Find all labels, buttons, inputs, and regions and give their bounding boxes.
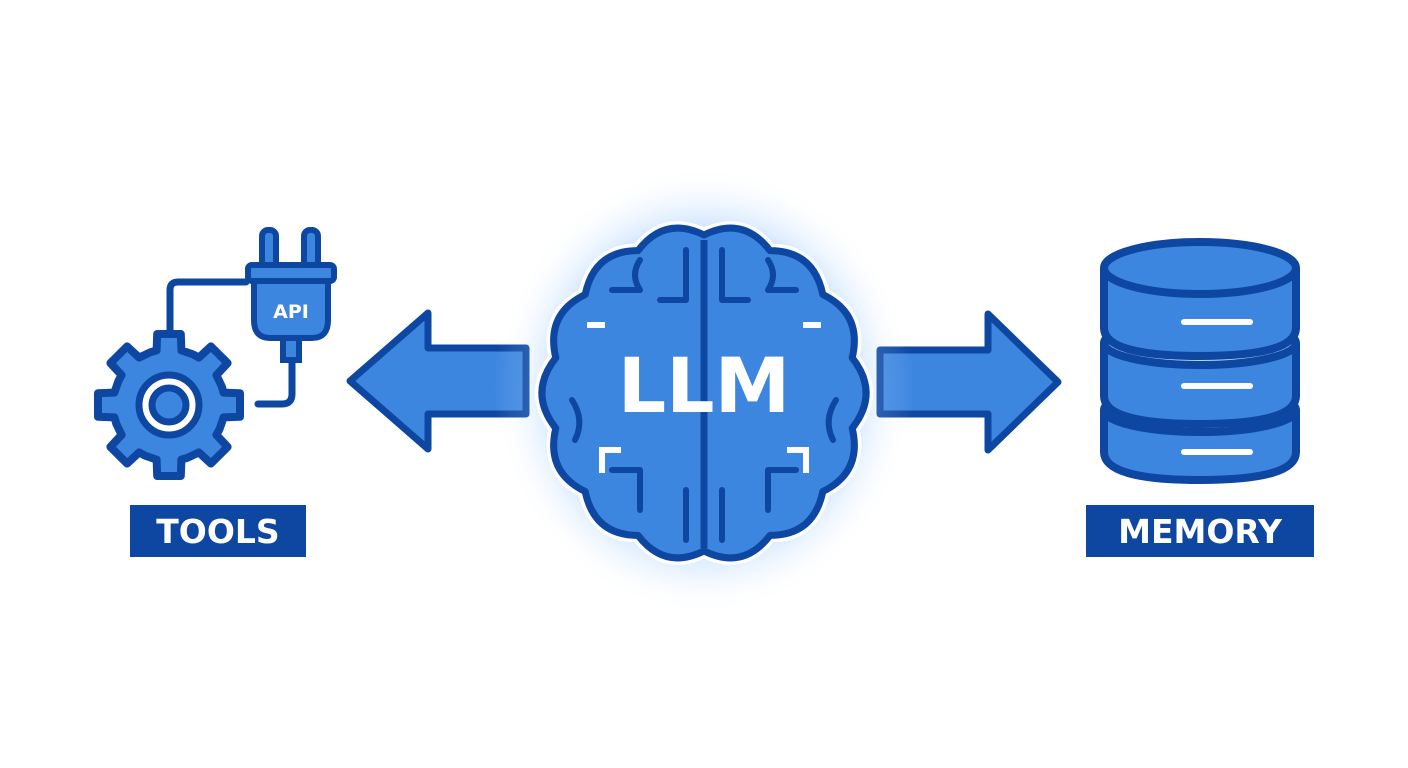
llm-group: LLM: [494, 165, 914, 615]
cable-lower-icon: [254, 354, 296, 408]
memory-label: MEMORY: [1118, 512, 1283, 551]
memory-label-box: [1086, 505, 1314, 557]
llm-label: LLM: [618, 341, 790, 430]
plug-icon: API: [245, 227, 337, 363]
cable-icon: [166, 278, 250, 344]
tools-label: TOOLS: [156, 512, 279, 551]
brain-icon: LLM: [534, 221, 874, 565]
database-icon: [1100, 238, 1300, 484]
plug-label: API: [273, 301, 309, 323]
tools-label-box: [130, 505, 306, 557]
gear-icon: [94, 330, 244, 480]
memory-group: MEMORY: [1086, 238, 1314, 557]
tools-group: API TOOLS: [94, 227, 337, 557]
